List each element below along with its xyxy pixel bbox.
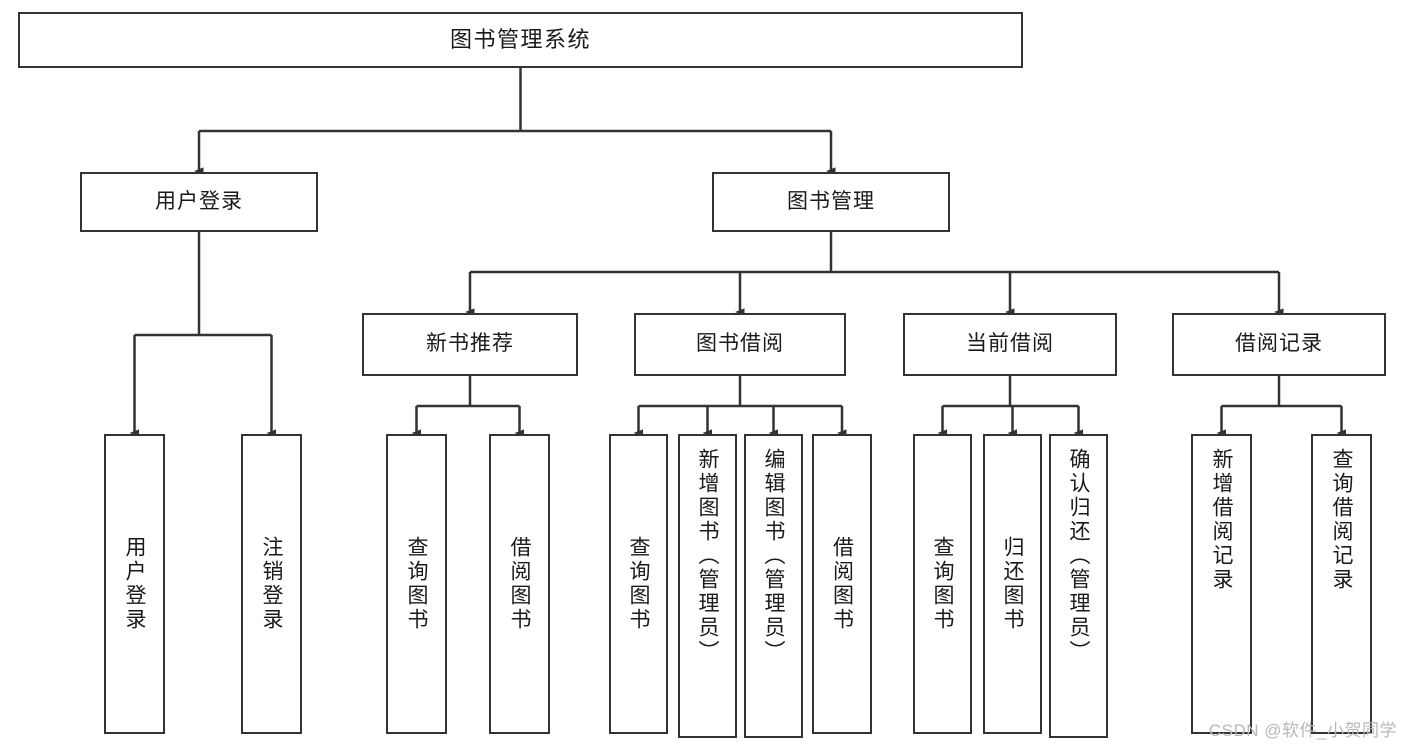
- node-label: 确认归还（管理员）: [1067, 448, 1090, 664]
- node-label: 借阅图书: [508, 536, 531, 632]
- node-current_borrow[interactable]: 当前借阅: [903, 313, 1117, 376]
- node-leaf_q_rec[interactable]: 查询借阅记录: [1311, 434, 1372, 734]
- node-leaf_confirm[interactable]: 确认归还（管理员）: [1049, 434, 1108, 738]
- node-label: 查询图书: [627, 536, 650, 632]
- node-new_book_rec[interactable]: 新书推荐: [362, 313, 578, 376]
- node-user_login[interactable]: 用户登录: [80, 172, 318, 232]
- node-label: 编辑图书（管理员）: [762, 448, 785, 664]
- node-leaf_borrow_2[interactable]: 借阅图书: [812, 434, 872, 734]
- node-root[interactable]: 图书管理系统: [18, 12, 1023, 68]
- node-leaf_edit_book[interactable]: 编辑图书（管理员）: [744, 434, 803, 738]
- node-label: 当前借阅: [966, 332, 1054, 356]
- node-leaf_user_login[interactable]: 用户登录: [104, 434, 165, 734]
- node-label: 借阅图书: [830, 536, 854, 632]
- node-label: 查询图书: [405, 536, 428, 632]
- node-leaf_borrow_1[interactable]: 借阅图书: [489, 434, 550, 734]
- node-book_manage[interactable]: 图书管理: [712, 172, 950, 232]
- node-label: 图书管理系统: [449, 27, 591, 53]
- node-label: 新增借阅记录: [1210, 448, 1233, 592]
- node-label: 注销登录: [260, 536, 283, 632]
- node-leaf_add_rec[interactable]: 新增借阅记录: [1191, 434, 1252, 734]
- node-label: 新书推荐: [426, 332, 514, 356]
- node-label: 归还图书: [1001, 536, 1024, 632]
- node-label: 用户登录: [155, 189, 243, 213]
- node-leaf_q_book_3[interactable]: 查询图书: [913, 434, 972, 734]
- node-book_borrow[interactable]: 图书借阅: [634, 313, 846, 376]
- node-label: 用户登录: [123, 536, 146, 632]
- node-leaf_add_book[interactable]: 新增图书（管理员）: [678, 434, 737, 738]
- node-label: 图书借阅: [696, 332, 784, 356]
- node-leaf_q_book_2[interactable]: 查询图书: [609, 434, 668, 734]
- node-leaf_q_book_1[interactable]: 查询图书: [386, 434, 447, 734]
- node-label: 查询借阅记录: [1330, 448, 1353, 592]
- node-leaf_logout[interactable]: 注销登录: [241, 434, 302, 734]
- node-label: 图书管理: [787, 189, 875, 213]
- node-label: 查询图书: [931, 536, 954, 632]
- node-borrow_record[interactable]: 借阅记录: [1172, 313, 1386, 376]
- edge-lines: [129, 68, 1346, 437]
- node-leaf_return[interactable]: 归还图书: [983, 434, 1042, 734]
- node-label: 新增图书（管理员）: [696, 448, 719, 664]
- node-label: 借阅记录: [1235, 332, 1323, 356]
